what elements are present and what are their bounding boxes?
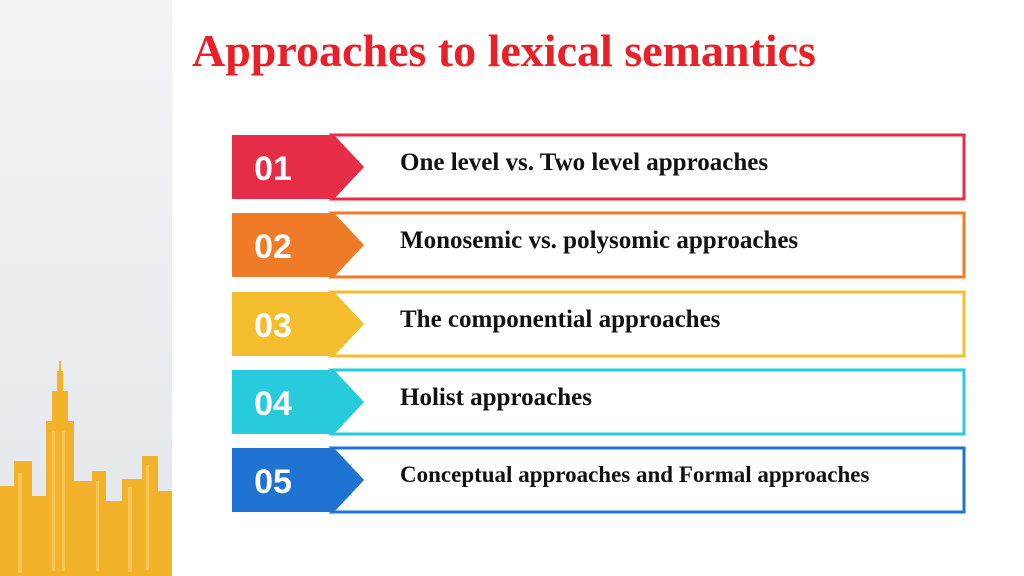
left-decorative-panel: [0, 0, 172, 576]
list-item: 05 Conceptual approaches and Formal appr…: [232, 446, 966, 514]
item-arrow-shape: [232, 446, 966, 514]
item-arrow-shape: [232, 133, 966, 201]
slide-title: Approaches to lexical semantics: [192, 25, 816, 76]
item-arrow-shape: [232, 211, 966, 279]
list-item: 01 One level vs. Two level approaches: [232, 133, 966, 201]
item-arrow-shape: [232, 290, 966, 358]
item-label: Holist approaches: [400, 384, 592, 411]
item-number: 04: [254, 384, 292, 423]
list-item: 04 Holist approaches: [232, 368, 966, 436]
list-item: 02 Monosemic vs. polysomic approaches: [232, 211, 966, 279]
list-item: 03 The componential approaches: [232, 290, 966, 358]
item-label: One level vs. Two level approaches: [400, 149, 769, 176]
item-number: 02: [254, 227, 292, 266]
item-label: Monosemic vs. polysomic approaches: [400, 227, 799, 254]
item-label: Conceptual approaches and Formal approac…: [400, 462, 870, 487]
item-number: 03: [254, 306, 292, 345]
item-number: 05: [254, 462, 292, 501]
city-skyline-image: [0, 361, 172, 576]
item-number: 01: [254, 149, 292, 188]
item-label: The componential approaches: [400, 306, 721, 333]
item-arrow-shape: [232, 368, 966, 436]
